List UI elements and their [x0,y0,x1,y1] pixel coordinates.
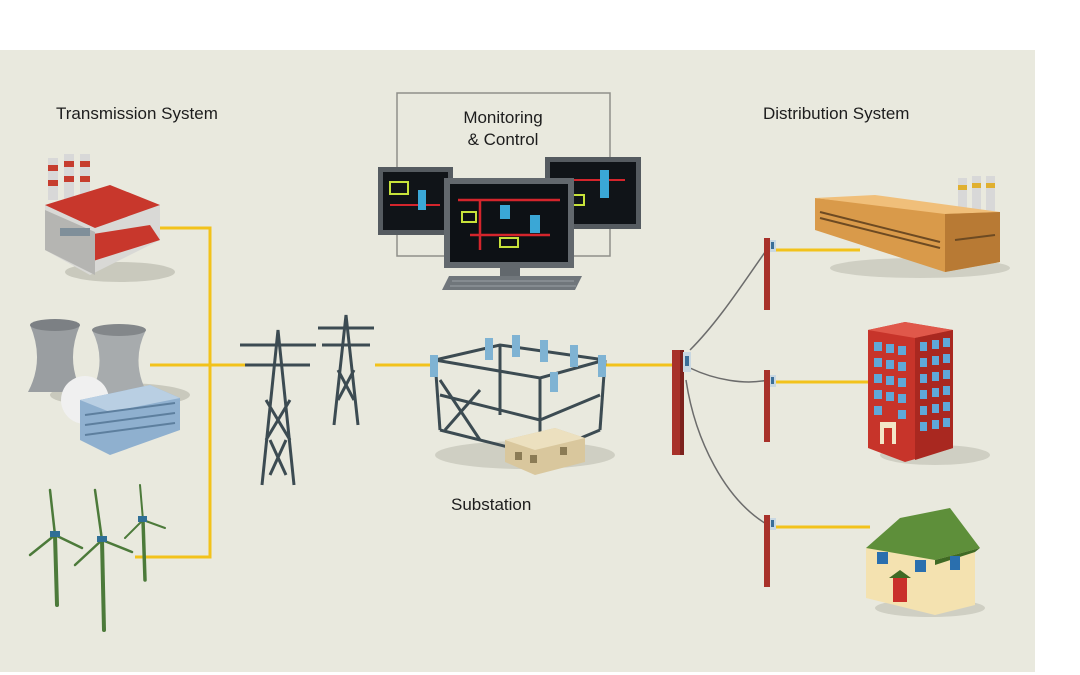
transmission-system-label: Transmission System [56,104,218,123]
utility-pole-icon [672,238,776,587]
transmission-towers-icon [240,314,374,486]
office-building-icon [868,322,990,465]
monitoring-control-label: Monitoring & Control [396,107,610,151]
feeder-wires [685,247,769,526]
diagram-background [0,50,1035,672]
substation-label: Substation [451,495,532,514]
wind-turbines-icon [28,484,166,632]
factory-icon [815,176,1010,278]
distribution-system-label: Distribution System [763,104,910,123]
house-icon [866,508,985,617]
monitoring-label-line1: Monitoring [463,108,543,127]
monitoring-computers-icon [378,157,641,290]
cooling-towers-icon [28,319,190,455]
power-plant-icon [45,154,175,282]
substation-icon [430,335,615,475]
monitoring-label-line2: & Control [467,130,539,149]
